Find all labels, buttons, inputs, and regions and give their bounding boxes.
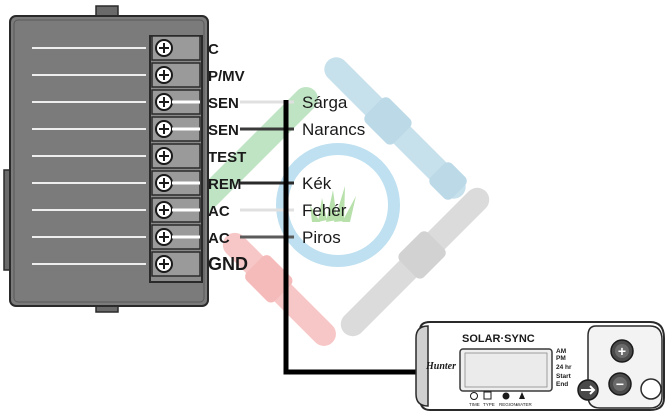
watermark-blue-bar: [324, 57, 467, 200]
arrow-right-icon: [581, 385, 596, 395]
arrow-button[interactable]: [577, 379, 599, 401]
solar-sync-device: SOLAR·SYNC Hunter AM PM 24 hr Start End …: [415, 321, 665, 411]
label-water: WATER: [516, 402, 532, 407]
watermark-red-bar: [222, 232, 336, 346]
terminal-test-4: TEST: [151, 143, 246, 169]
label-type: TYPE: [483, 402, 495, 407]
label-region: REGION: [499, 402, 517, 407]
terminal-label: P/MV: [208, 68, 245, 85]
label-time: TIME: [469, 402, 480, 407]
terminal-label: SEN: [208, 122, 239, 139]
terminal-label: REM: [208, 176, 241, 193]
time-icon: [470, 392, 478, 400]
controller-vents: [32, 47, 146, 265]
label-24hr: 24 hr: [556, 364, 572, 371]
wire-labels: Sárga Narancs Kék Fehér Piros: [302, 93, 365, 247]
watermark-grass: [310, 186, 356, 222]
device-mode-icons: [470, 391, 525, 400]
device-knob[interactable]: [640, 378, 662, 400]
minus-symbol: −: [616, 376, 624, 392]
device-brand: SOLAR·SYNC: [462, 333, 535, 345]
watermark-ring: [276, 143, 400, 267]
water-icon: [519, 392, 525, 399]
type-icon: [483, 391, 492, 400]
wire-label-narancs: Narancs: [302, 120, 365, 139]
wire-label-kek: Kék: [302, 174, 332, 193]
device-display-labels: AM PM 24 hr Start End: [556, 348, 572, 388]
terminal-label: C: [208, 41, 219, 58]
minus-button[interactable]: −: [608, 372, 632, 396]
terminal-label: AC: [208, 203, 230, 220]
region-icon: [502, 392, 510, 400]
device-maker: Hunter: [425, 361, 456, 372]
label-pm: PM: [556, 355, 566, 362]
terminal-label: SEN: [208, 95, 239, 112]
terminal-ac-6: AC: [151, 197, 230, 223]
plus-symbol: +: [618, 343, 626, 359]
terminal-block: C P/MV SEN SEN TEST REM AC AC GND: [151, 35, 248, 277]
label-end: End: [556, 381, 568, 388]
plus-button[interactable]: +: [610, 339, 634, 363]
wire-label-piros: Piros: [302, 228, 341, 247]
terminal-label: AC: [208, 230, 230, 247]
wires: [172, 100, 418, 375]
wire-label-feher: Fehér: [302, 201, 347, 220]
device-mode-labels: TIME TYPE REGION WATER: [469, 402, 532, 407]
terminal-gnd-8: GND: [151, 251, 248, 277]
terminal-label: TEST: [208, 149, 246, 166]
terminal-c-0: C: [151, 35, 219, 61]
label-am: AM: [556, 348, 566, 355]
wire-label-sarga: Sárga: [302, 93, 348, 112]
terminal-p-mv-1: P/MV: [151, 62, 245, 88]
terminal-label: GND: [208, 254, 248, 274]
label-start: Start: [556, 373, 572, 380]
main-cable: [283, 100, 418, 375]
watermark-logo: [190, 57, 490, 346]
watermark-gray-bar: [340, 187, 490, 337]
